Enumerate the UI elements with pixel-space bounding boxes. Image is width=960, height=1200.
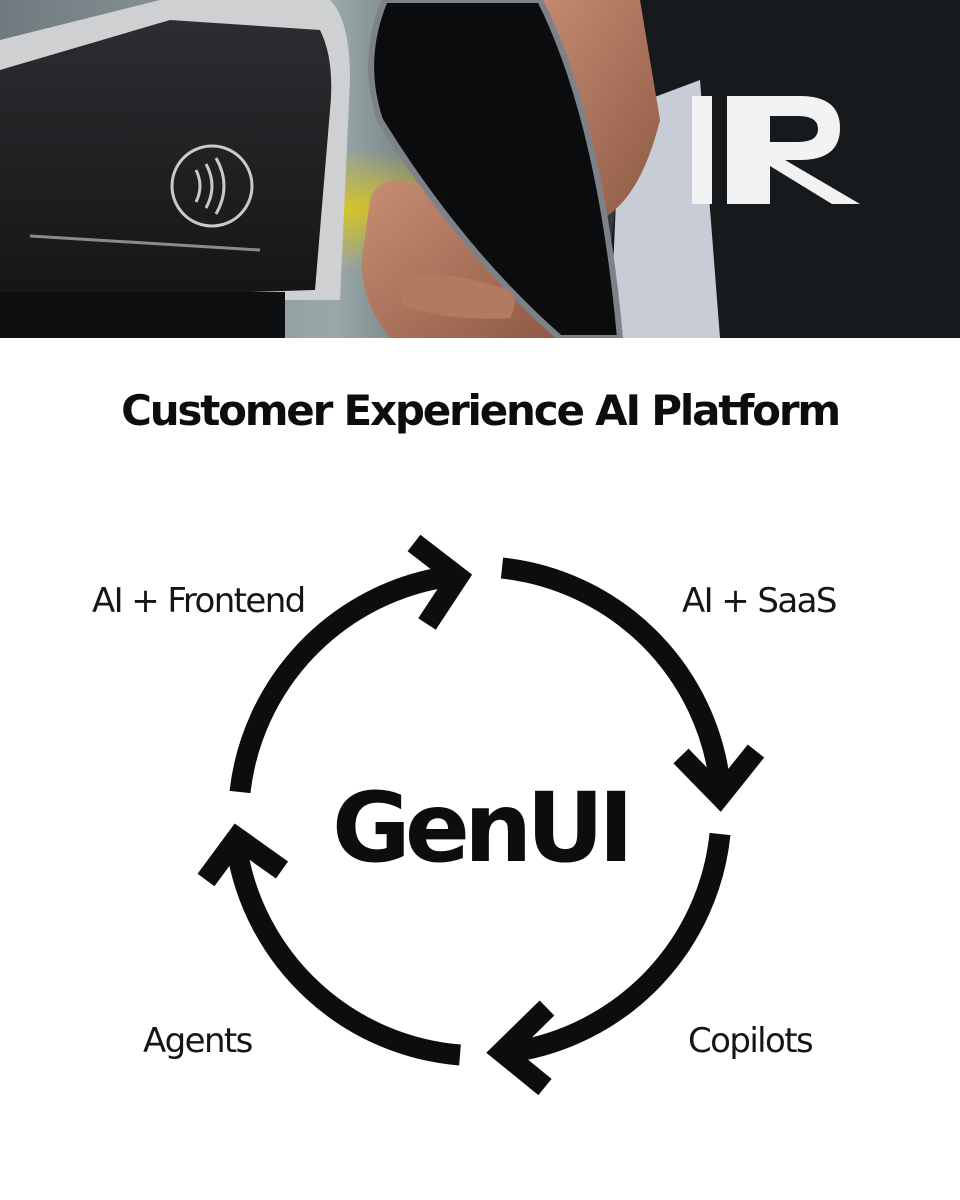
node-label-ai-frontend: AI + Frontend	[92, 581, 306, 621]
arrow-top-left-head	[407, 534, 473, 630]
arrow-top-right	[500, 557, 731, 786]
node-label-ai-saas: AI + SaaS	[682, 581, 837, 621]
arrow-bottom-right	[510, 832, 731, 1063]
brand-logo	[692, 96, 860, 204]
page-title: Customer Experience AI Platform	[121, 386, 841, 435]
hero-photo	[0, 0, 960, 338]
arrow-top-left	[229, 566, 447, 794]
node-label-agents: Agents	[143, 1021, 253, 1061]
node-label-copilots: Copilots	[688, 1021, 814, 1061]
cycle-arrows	[197, 534, 765, 1096]
center-label-genui: GenUI	[332, 772, 634, 884]
cycle-diagram	[0, 520, 960, 1120]
arrow-top-right-head	[673, 744, 765, 812]
hero-illustration	[0, 0, 960, 338]
arrow-bottom-left-head	[197, 823, 289, 887]
arrow-bottom-left	[226, 848, 461, 1066]
arrow-bottom-right-head	[486, 1000, 555, 1096]
